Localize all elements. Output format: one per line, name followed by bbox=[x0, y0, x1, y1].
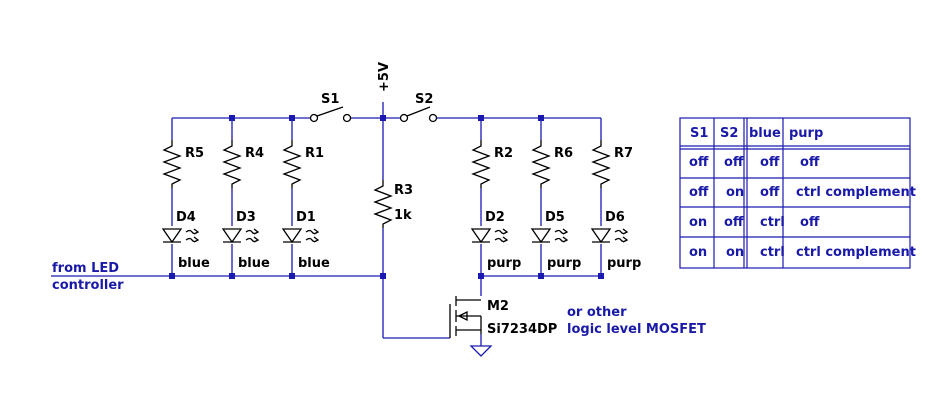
led-color-d4: blue bbox=[178, 256, 210, 271]
led-color-d5: purp bbox=[547, 256, 581, 271]
resistor-r2 bbox=[471, 140, 491, 188]
table-cell: on bbox=[689, 215, 707, 230]
resistor-label-r4: R4 bbox=[245, 146, 264, 161]
resistor-label-r6: R6 bbox=[554, 146, 573, 161]
component-labels: +5V S1 S2 R5 R4 R1 R3 1k R2 R6 R7 D4 D3 … bbox=[176, 62, 641, 337]
input-label-line1: from LED bbox=[52, 261, 119, 276]
resistor-r3 bbox=[373, 180, 393, 228]
resistor-label-r5: R5 bbox=[185, 146, 204, 161]
table-cell: off bbox=[689, 185, 709, 200]
mosfet-m2 bbox=[449, 296, 482, 338]
truth-table: S1 S2 blue purp off off off off off on o… bbox=[679, 117, 916, 269]
mosfet-note-line1: or other bbox=[567, 305, 627, 320]
table-cell: off bbox=[724, 215, 744, 230]
led-color-d2: purp bbox=[487, 256, 521, 271]
resistor-label-r7: R7 bbox=[614, 146, 633, 161]
resistor-r6 bbox=[531, 140, 551, 188]
led-d5 bbox=[530, 228, 569, 244]
resistor-value-r3: 1k bbox=[394, 208, 412, 223]
resistor-r1 bbox=[282, 140, 302, 188]
table-cell: ctrl complement bbox=[796, 245, 916, 260]
resistor-r7 bbox=[591, 140, 611, 188]
led-label-d5: D5 bbox=[545, 210, 565, 225]
table-cell: on bbox=[726, 245, 744, 260]
led-color-d6: purp bbox=[607, 256, 641, 271]
switch-label-s1: S1 bbox=[321, 92, 339, 107]
led-d6 bbox=[590, 228, 629, 244]
led-color-d3: blue bbox=[238, 256, 270, 271]
switch-label-s2: S2 bbox=[415, 92, 433, 107]
table-cell: off bbox=[800, 155, 820, 170]
table-header-s1: S1 bbox=[690, 126, 708, 141]
led-label-d1: D1 bbox=[296, 210, 316, 225]
table-cell: off bbox=[760, 155, 780, 170]
led-d3 bbox=[221, 228, 260, 244]
table-cell: off bbox=[724, 155, 744, 170]
led-label-d2: D2 bbox=[485, 210, 505, 225]
led-d1 bbox=[281, 228, 320, 244]
led-d2 bbox=[470, 228, 509, 244]
led-label-d4: D4 bbox=[176, 210, 196, 225]
resistor-r5 bbox=[162, 140, 182, 188]
led-label-d6: D6 bbox=[605, 210, 625, 225]
switch-s1 bbox=[309, 106, 352, 123]
wires bbox=[51, 102, 602, 346]
resistor-label-r1: R1 bbox=[305, 146, 324, 161]
supply-label: +5V bbox=[377, 62, 392, 92]
table-cell: on bbox=[726, 185, 744, 200]
input-label-line2: controller bbox=[52, 278, 124, 293]
resistor-label-r2: R2 bbox=[494, 146, 513, 161]
table-cell: on bbox=[689, 245, 707, 260]
table-header-blue: blue bbox=[749, 126, 781, 141]
ground-symbol bbox=[469, 345, 493, 357]
led-label-d3: D3 bbox=[236, 210, 256, 225]
table-header-purp: purp bbox=[789, 126, 823, 141]
table-cell: ctrl complement bbox=[796, 185, 916, 200]
table-header-s2: S2 bbox=[720, 126, 738, 141]
table-cell: off bbox=[800, 215, 820, 230]
table-cell: off bbox=[760, 185, 780, 200]
switch-s2 bbox=[399, 106, 438, 123]
junctions bbox=[169, 115, 604, 279]
led-d4 bbox=[161, 228, 200, 244]
mosfet-note-line2: logic level MOSFET bbox=[567, 322, 706, 337]
table-cell: ctrl bbox=[760, 215, 785, 230]
resistor-r4 bbox=[222, 140, 242, 188]
table-cell: off bbox=[689, 155, 709, 170]
table-cell: ctrl bbox=[760, 245, 785, 260]
resistor-label-r3: R3 bbox=[394, 183, 413, 198]
mosfet-part: Si7234DP bbox=[487, 322, 557, 337]
annotations: from LED controller or other logic level… bbox=[52, 261, 706, 337]
led-color-d1: blue bbox=[298, 256, 330, 271]
mosfet-label: M2 bbox=[487, 299, 509, 314]
